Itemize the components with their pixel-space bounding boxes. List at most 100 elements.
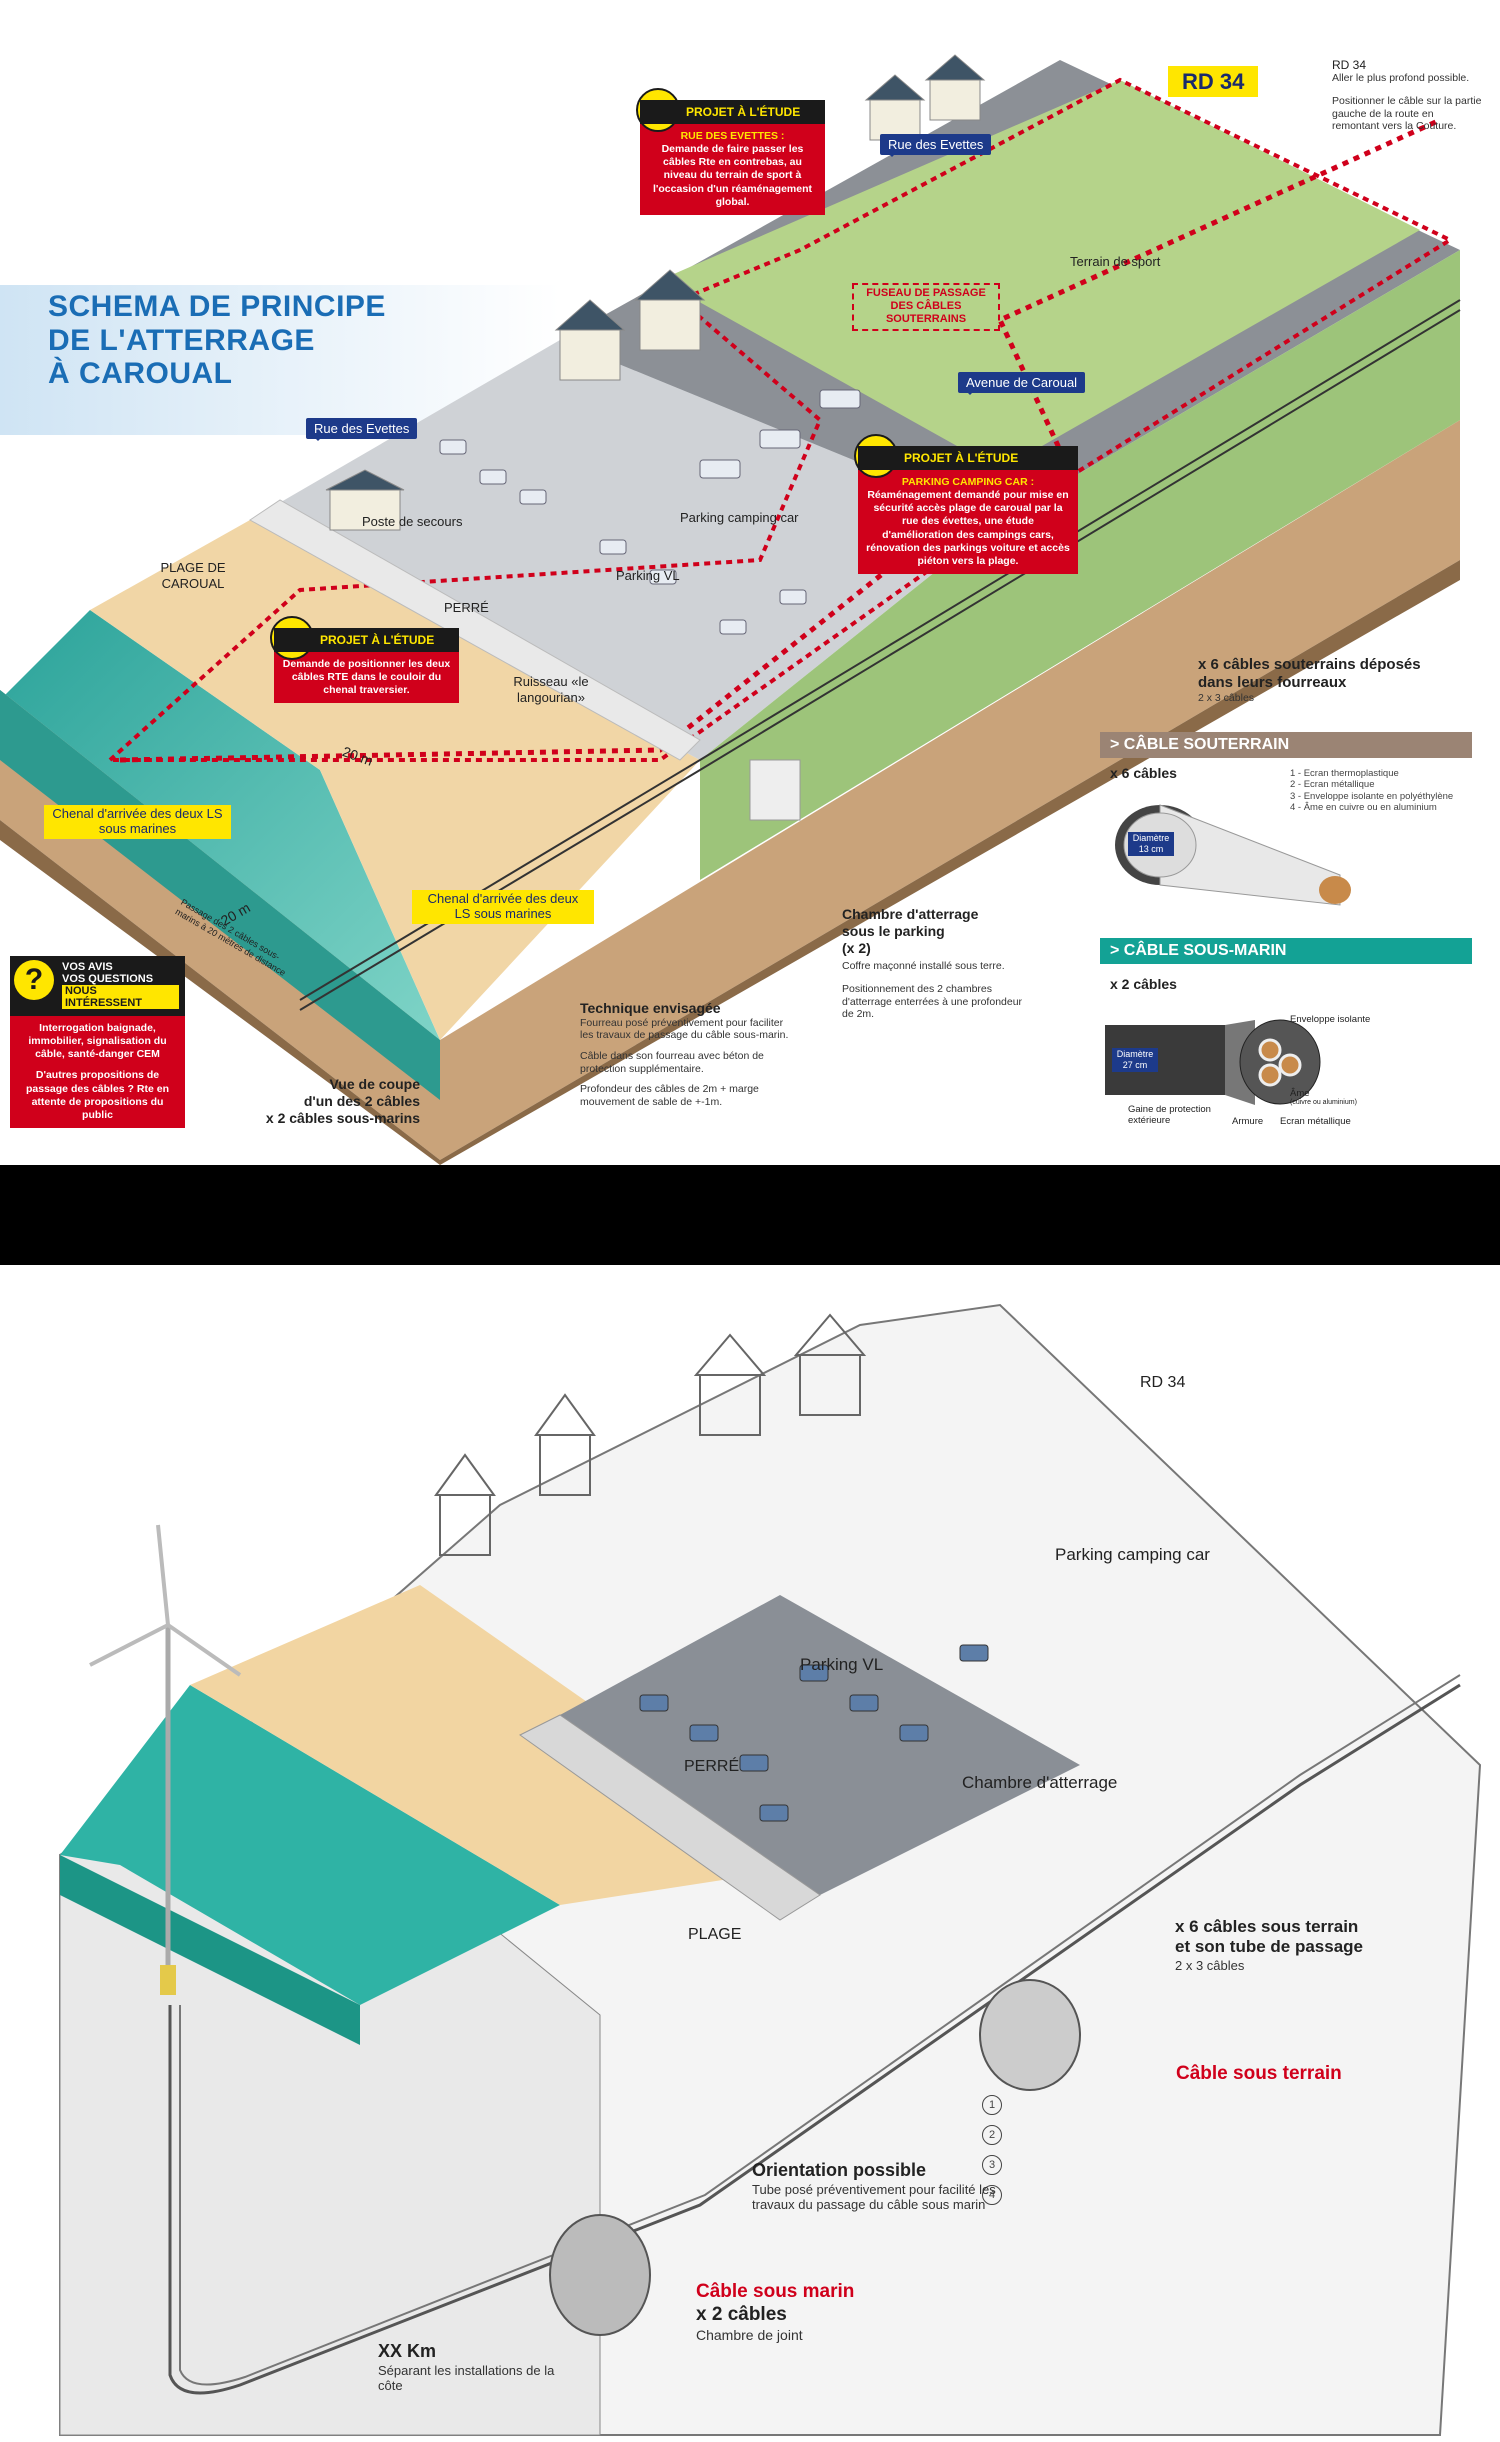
- study-box-body: RUE DES EVETTES :Demande de faire passer…: [640, 124, 825, 215]
- chambre-line1: Chambre d'atterrage: [842, 906, 979, 922]
- xxkm-sub: Séparant les installations de la côte: [378, 2362, 555, 2394]
- technique-callout: Technique envisagée Fourreau posé préven…: [580, 1000, 790, 1108]
- legend-number-3: 3: [982, 2155, 1002, 2175]
- question-icon: ?: [14, 960, 54, 1000]
- rd34-badge: RD 34: [1168, 66, 1259, 98]
- bottom-panel-sketch: RD 34 Parking camping car Parking VL PER…: [0, 1265, 1500, 2442]
- bottom-cable-sous-marin-callout: Câble sous marin x 2 câbles Chambre de j…: [696, 2281, 854, 2343]
- top-panel-diagram: SCHEMA DE PRINCIPE DE L'ATTERRAGE À CARO…: [0, 0, 1500, 1165]
- study-box-parking-camping: ! PROJET À L'ÉTUDE PARKING CAMPING CAR :…: [854, 434, 1078, 574]
- bottom-label-rd34: RD 34: [1140, 1374, 1186, 1391]
- part-ame: Âme(cuivre ou aluminium): [1290, 1088, 1357, 1108]
- rd34-note-line2: Positionner le câble sur la partie gauch…: [1332, 94, 1482, 133]
- study-box-title: PARKING CAMPING CAR :: [901, 476, 1035, 488]
- study-box-text: Réaménagement demandé pour mise en sécur…: [866, 489, 1070, 567]
- part-enveloppe: Enveloppe isolante: [1290, 1014, 1371, 1025]
- title-line-2: DE L'ATTERRAGE: [48, 323, 315, 357]
- legend-item-3: 3 - Enveloppe isolante en polyéthylène: [1290, 790, 1454, 802]
- legend-number-1: 1: [982, 2095, 1002, 2115]
- cable-souterrain-legend: 1 - Ecran thermoplastique 2 - Ecran méta…: [1290, 768, 1460, 814]
- vue-coupe-line3: x 2 câbles sous-marins: [265, 1109, 420, 1126]
- cable-sousmarin-diameter: Diamètre 27 cm: [1112, 1048, 1158, 1072]
- chambre-line3: (x 2): [842, 939, 871, 956]
- technique-sub2: Câble dans son fourreau avec béton de pr…: [580, 1049, 764, 1075]
- orientation-sub: Tube posé préventivement pour facilité l…: [752, 2181, 996, 2213]
- title-line-3: À CAROUAL: [48, 357, 233, 391]
- chambre-callout: Chambre d'atterrage sous le parking (x 2…: [842, 906, 1032, 1021]
- chambre-sub1: Coffre maçonné installé sous terre.: [842, 960, 1005, 973]
- technique-title: Technique envisagée: [580, 1000, 721, 1016]
- label-plage: PLAGE DE CAROUAL: [160, 560, 226, 591]
- bottom-six-cables-line1: x 6 câbles sous terrain: [1175, 1917, 1359, 1936]
- cable-souterrain-count: x 6 câbles: [1110, 765, 1177, 781]
- legend-item-1: 1 - Ecran thermoplastique: [1290, 768, 1399, 779]
- vue-coupe-callout: Vue de coupe d'un des 2 câbles x 2 câble…: [240, 1076, 420, 1126]
- bottom-cable-sous-terrain: Câble sous terrain: [1176, 2063, 1342, 2084]
- bottom-label-perre: PERRÉ: [684, 1758, 740, 1775]
- part-gaine: Gaine de protection extérieure: [1128, 1104, 1211, 1127]
- study-box-text: Demande de faire passer les câbles Rte e…: [652, 143, 813, 208]
- street-tag-rue-evettes-top: Rue des Evettes: [880, 134, 992, 157]
- avis-body2: D'autres propositions de passage des câb…: [26, 1069, 169, 1121]
- study-box-head: PROJET À L'ÉTUDE: [640, 100, 825, 124]
- parking-area: [560, 1595, 1080, 1895]
- study-box-title: RUE DES EVETTES :: [680, 130, 785, 142]
- sport-field: [660, 80, 1420, 470]
- diagram-title: SCHEMA DE PRINCIPE DE L'ATTERRAGE À CARO…: [48, 290, 386, 391]
- street-tag-avenue-caroual: Avenue de Caroual: [958, 372, 1086, 395]
- rd34-note-title: RD 34: [1332, 58, 1367, 72]
- bottom-xxkm-callout: XX Km Séparant les installations de la c…: [378, 2341, 578, 2394]
- cable-souterrain-header: > CÂBLE SOUTERRAIN: [1100, 732, 1472, 758]
- orientation-title: Orientation possible: [752, 2160, 927, 2180]
- bottom-orientation-callout: Orientation possible Tube posé préventiv…: [752, 2160, 1012, 2213]
- label-fuseau: FUSEAU DE PASSAGE DES CÂBLES SOUTERRAINS: [852, 283, 1000, 331]
- chenal-label-right: Chenal d'arrivée des deux LS sous marine…: [412, 890, 594, 924]
- bottom-label-parking-camping: Parking camping car: [1055, 1545, 1210, 1564]
- avis-head-line1: VOS AVIS: [62, 961, 113, 973]
- six-cables-callout: x 6 câbles souterrains déposés dans leur…: [1198, 656, 1421, 705]
- avis-head-line3: NOUS INTÉRESSENT: [62, 985, 179, 1009]
- study-box-text: Demande de positionner les deux câbles R…: [282, 658, 451, 697]
- bottom-label-chambre: Chambre d'atterrage: [962, 1773, 1118, 1792]
- label-ruisseau: Ruisseau «le langourian»: [513, 674, 589, 705]
- cable-corridor-route: [119, 117, 1442, 763]
- cable-sous-marin-line2: x 2 câbles: [696, 2303, 787, 2325]
- bottom-six-cables-callout: x 6 câbles sous terrain et son tube de p…: [1175, 1917, 1363, 1973]
- cable-sous-marin-sub: Chambre de joint: [696, 2326, 803, 2343]
- cable-souterrain-diameter: Diamètre 13 cm: [1128, 832, 1174, 856]
- bottom-label-parking-vl: Parking VL: [800, 1655, 884, 1674]
- sea-area: [60, 1685, 560, 2005]
- avis-body1: Interrogation baignade, immobilier, sign…: [28, 1022, 167, 1061]
- vue-coupe-line2: d'un des 2 câbles: [303, 1092, 420, 1109]
- avis-head-line2: VOS QUESTIONS: [62, 973, 154, 985]
- bottom-legend-numbers: 1 2 3 4: [982, 2095, 1008, 2205]
- study-box-head: PROJET À L'ÉTUDE: [858, 446, 1078, 470]
- chenal-label-left: Chenal d'arrivée des deux LS sous marine…: [44, 805, 231, 839]
- chambre-line2: sous le parking: [842, 922, 945, 939]
- label-parking-camping: Parking camping car: [680, 510, 799, 525]
- part-ame-label: Âme: [1290, 1088, 1310, 1099]
- cable-sous-marin-line1: Câble sous marin: [696, 2281, 855, 2302]
- legend-number-4: 4: [982, 2185, 1002, 2205]
- part-ame-sub: (cuivre ou aluminium): [1290, 1099, 1357, 1107]
- houses: [325, 54, 986, 531]
- six-cables-line2: dans leurs fourreaux: [1198, 674, 1347, 691]
- fuseau-outline: [104, 77, 1455, 762]
- study-box-chenal: ! PROJET À L'ÉTUDE Demande de positionne…: [270, 616, 459, 704]
- title-line-1: SCHEMA DE PRINCIPE: [48, 290, 386, 323]
- legend-item-2: 2 - Ecran métallique: [1290, 779, 1375, 791]
- label-terrain-sport: Terrain de sport: [1070, 254, 1161, 269]
- rd34-note: RD 34 Aller le plus profond possible. Po…: [1332, 58, 1482, 133]
- avis-body: Interrogation baignade, immobilier, sign…: [10, 1016, 185, 1128]
- six-cables-line1: x 6 câbles souterrains déposés: [1198, 656, 1421, 673]
- street-tag-rue-evettes-left: Rue des Evettes: [306, 418, 418, 441]
- legend-number-2: 2: [982, 2125, 1002, 2145]
- part-armure: Armure: [1232, 1116, 1264, 1127]
- study-box-rue-evettes: ! PROJET À L'ÉTUDE RUE DES EVETTES :Dema…: [636, 88, 825, 215]
- study-box-body: Demande de positionner les deux câbles R…: [274, 652, 459, 704]
- legend-item-4: 4 - Âme en cuivre ou en aluminium: [1290, 802, 1437, 814]
- label-poste-secours: Poste de secours: [362, 514, 463, 529]
- vue-coupe-line1: Vue de coupe: [329, 1076, 420, 1092]
- technique-sub1: Fourreau posé préventivement pour facili…: [580, 1016, 789, 1042]
- cable-sousmarin-header: > CÂBLE SOUS-MARIN: [1100, 938, 1472, 964]
